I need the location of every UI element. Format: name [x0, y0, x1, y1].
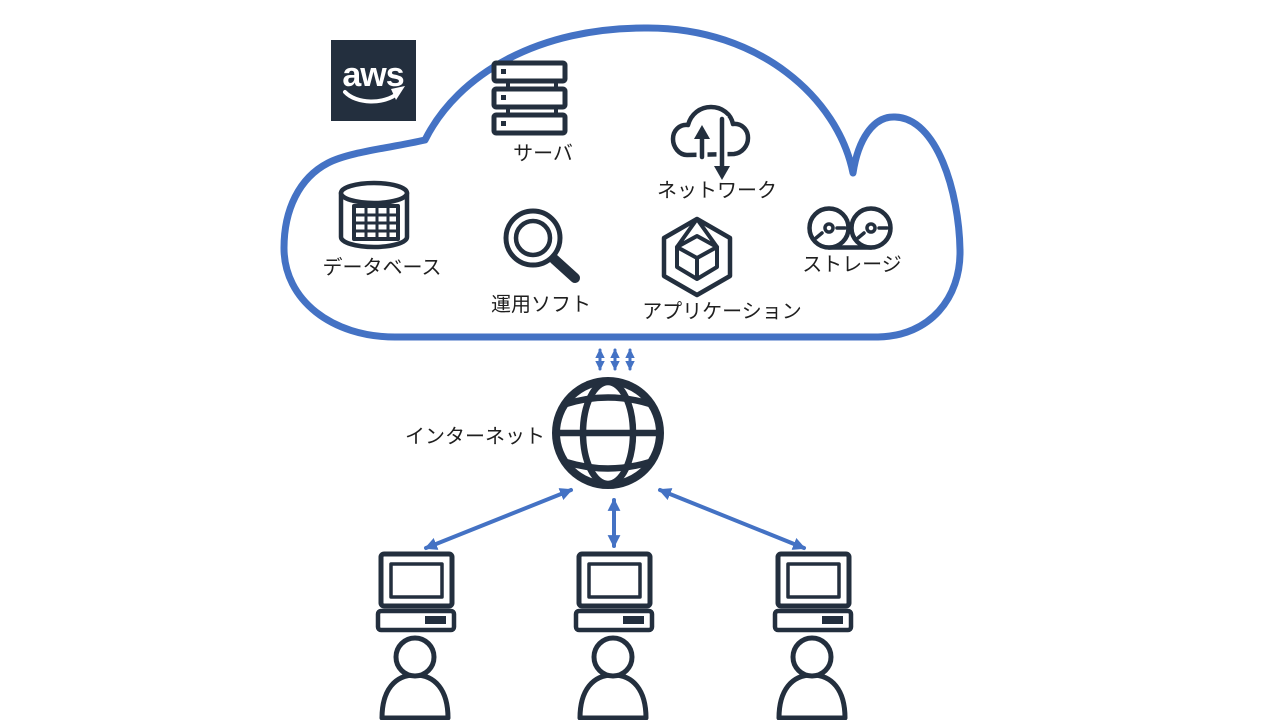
server-label: サーバ [513, 143, 573, 165]
internet-client-arrows [424, 488, 806, 550]
database-label: データベース [323, 256, 442, 279]
client-workstation [772, 551, 854, 720]
ops-software-label: 運用ソフト [491, 294, 591, 316]
network-label: ネットワーク [657, 179, 777, 202]
cloud-transfer-arrows-icon [670, 104, 751, 180]
client-workstation [375, 551, 457, 720]
cloud-outline [280, 24, 964, 341]
person-icon [577, 635, 649, 720]
aws-logo-text: aws [342, 56, 403, 94]
application-label: アプリケーション [642, 301, 802, 323]
database-cylinder-table-icon [338, 180, 410, 250]
cloud-internet-arrows [595, 348, 635, 371]
desktop-computer-icon [772, 551, 854, 633]
aws-smile-logo-icon: aws [331, 40, 416, 121]
tape-reels-icon [807, 206, 893, 250]
server-stack-icon [491, 60, 568, 136]
person-icon [776, 635, 848, 720]
desktop-computer-icon [375, 551, 457, 633]
hexagon-cube-icon [661, 216, 733, 298]
desktop-computer-icon [573, 551, 655, 633]
magnifying-glass-icon [503, 208, 580, 283]
client-workstation [573, 551, 655, 720]
globe-icon [552, 377, 664, 489]
storage-label: ストレージ [802, 254, 902, 276]
internet-label: インターネット [405, 425, 545, 448]
person-icon [379, 635, 451, 720]
